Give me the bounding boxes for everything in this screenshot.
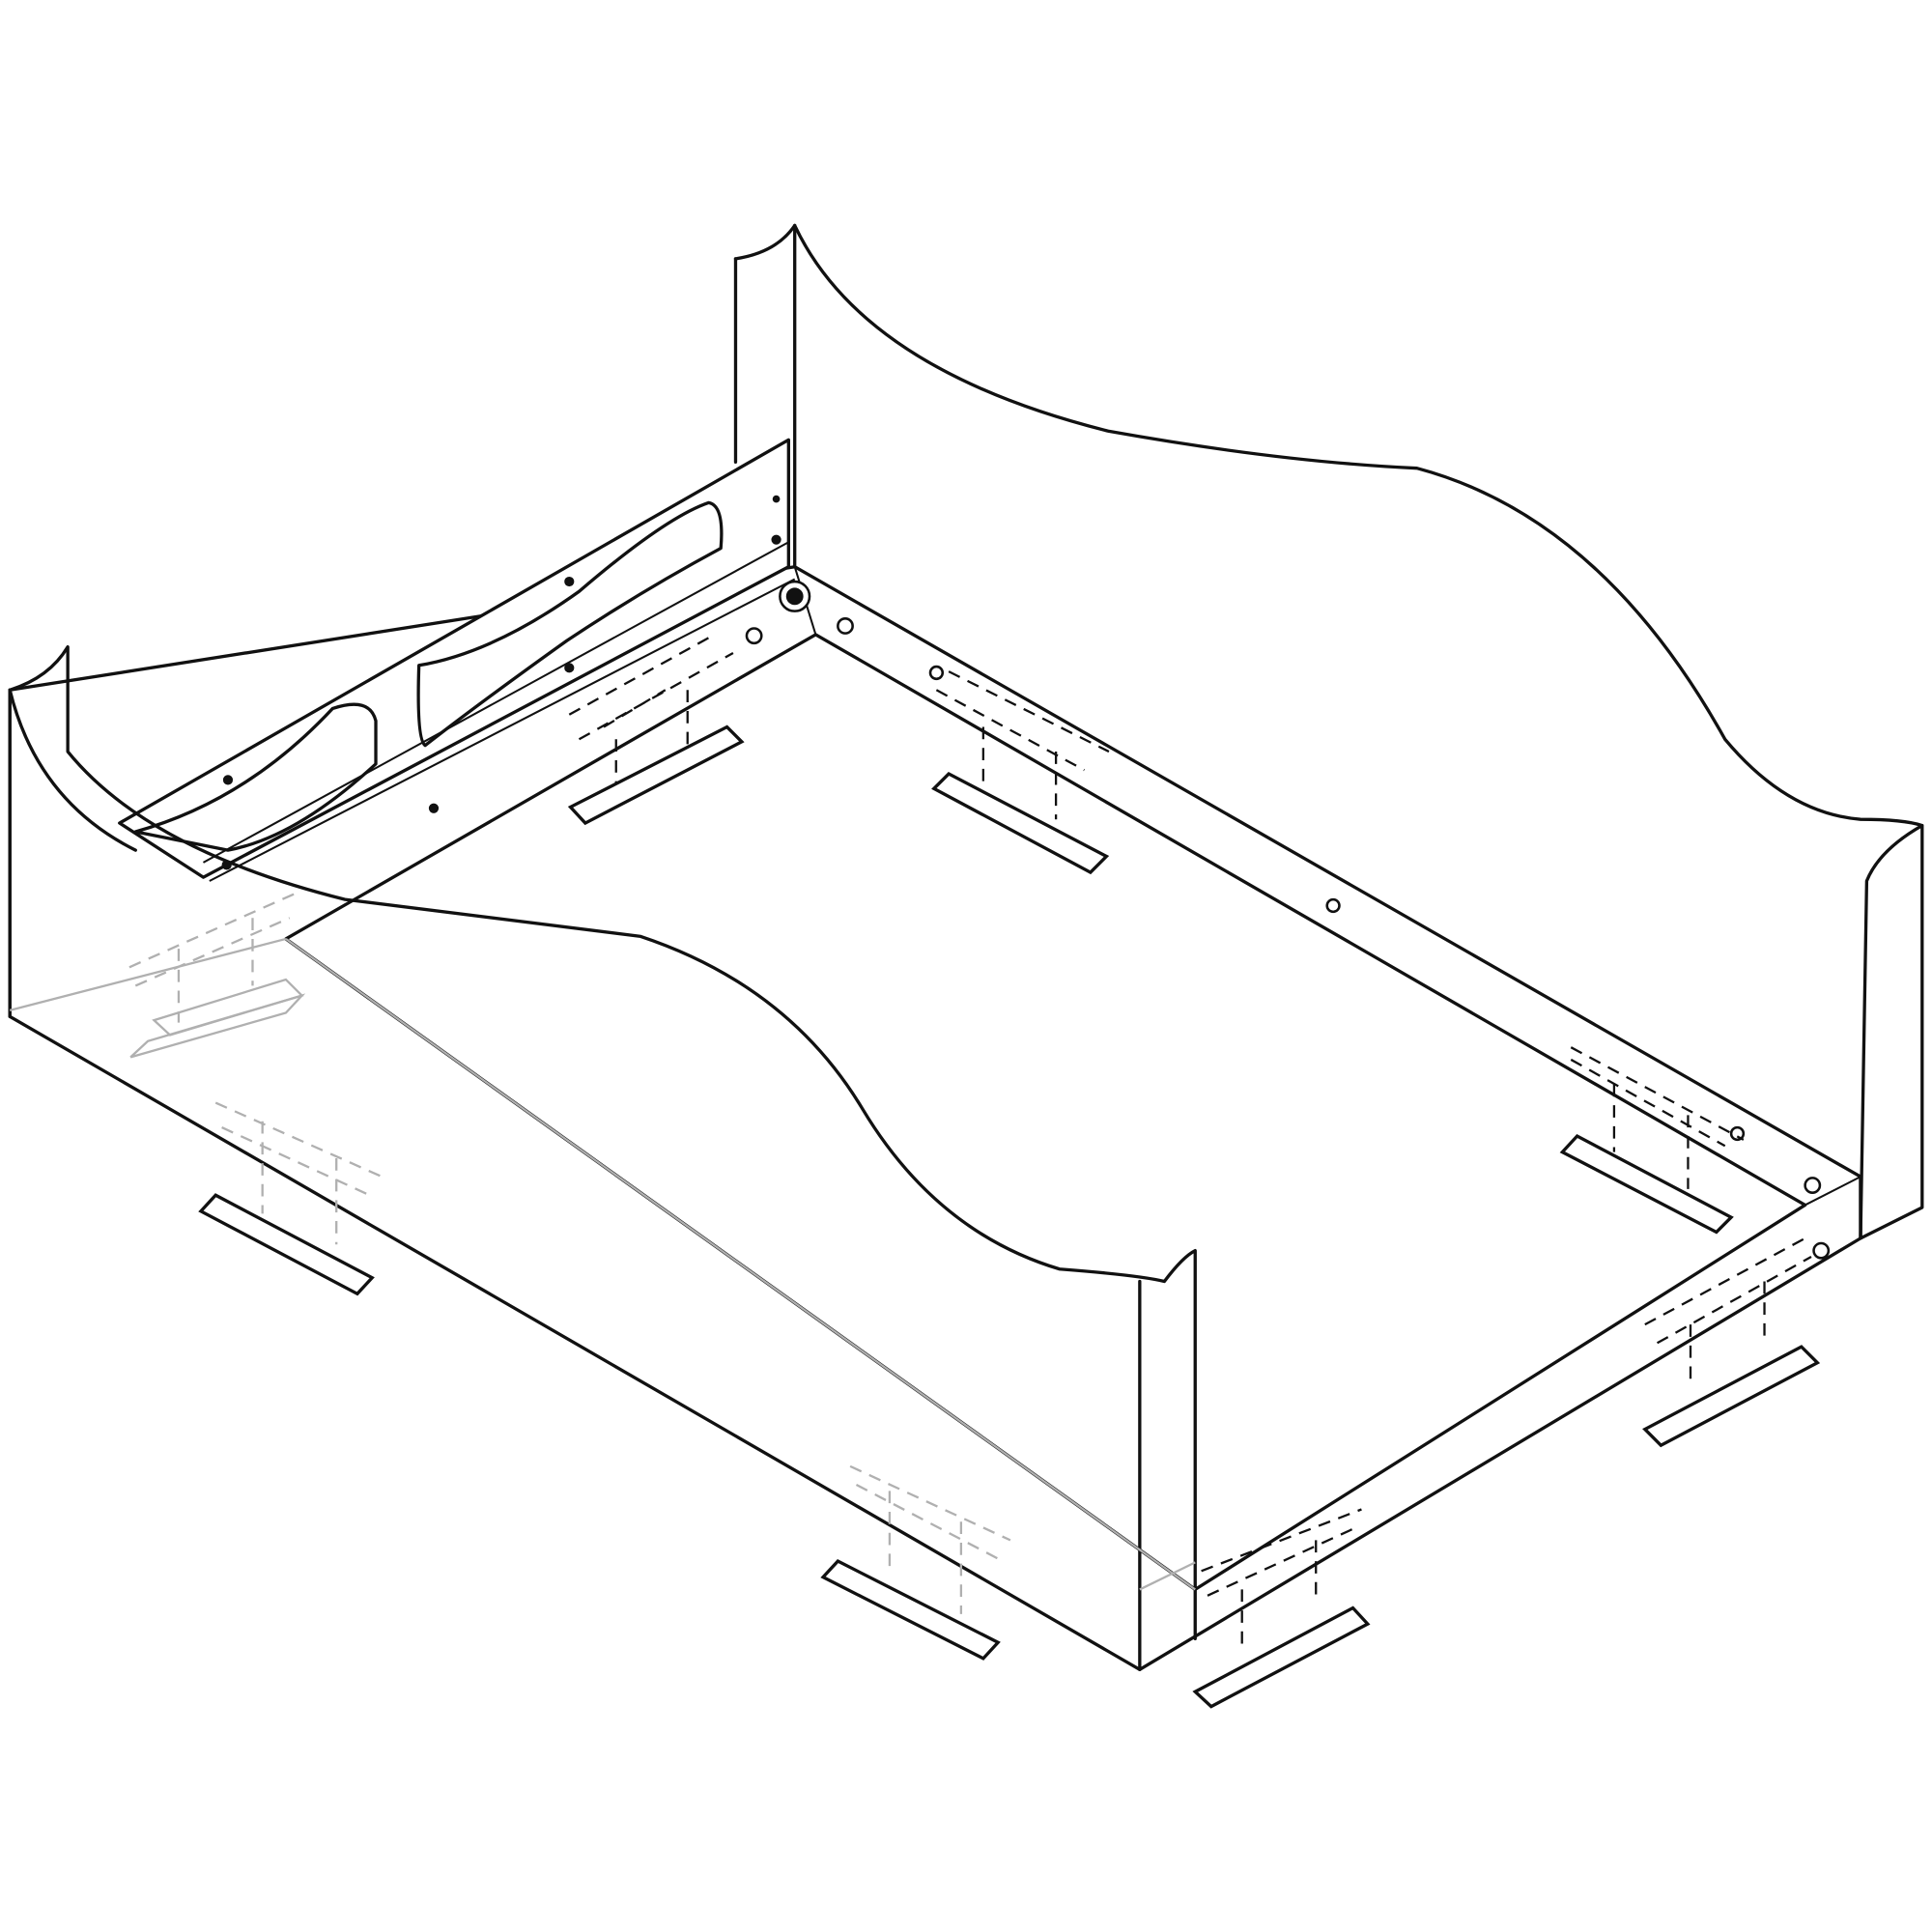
mounting-holes	[745, 580, 1831, 1260]
foot-pad	[820, 1559, 1001, 1661]
foot-pad	[1559, 1133, 1734, 1235]
front-left-wall	[8, 644, 1197, 1671]
foot-pad	[129, 993, 306, 1059]
foot-pad	[198, 1193, 375, 1296]
back-left-bracket	[118, 438, 796, 882]
foot-pad	[1192, 1605, 1371, 1709]
foot-pad	[1642, 1345, 1821, 1448]
foot-pads	[129, 724, 1821, 1709]
dashed-slots	[128, 633, 1812, 1652]
foot-pad	[931, 771, 1110, 875]
right-wall	[733, 223, 1924, 1240]
foot-pad	[567, 724, 745, 826]
